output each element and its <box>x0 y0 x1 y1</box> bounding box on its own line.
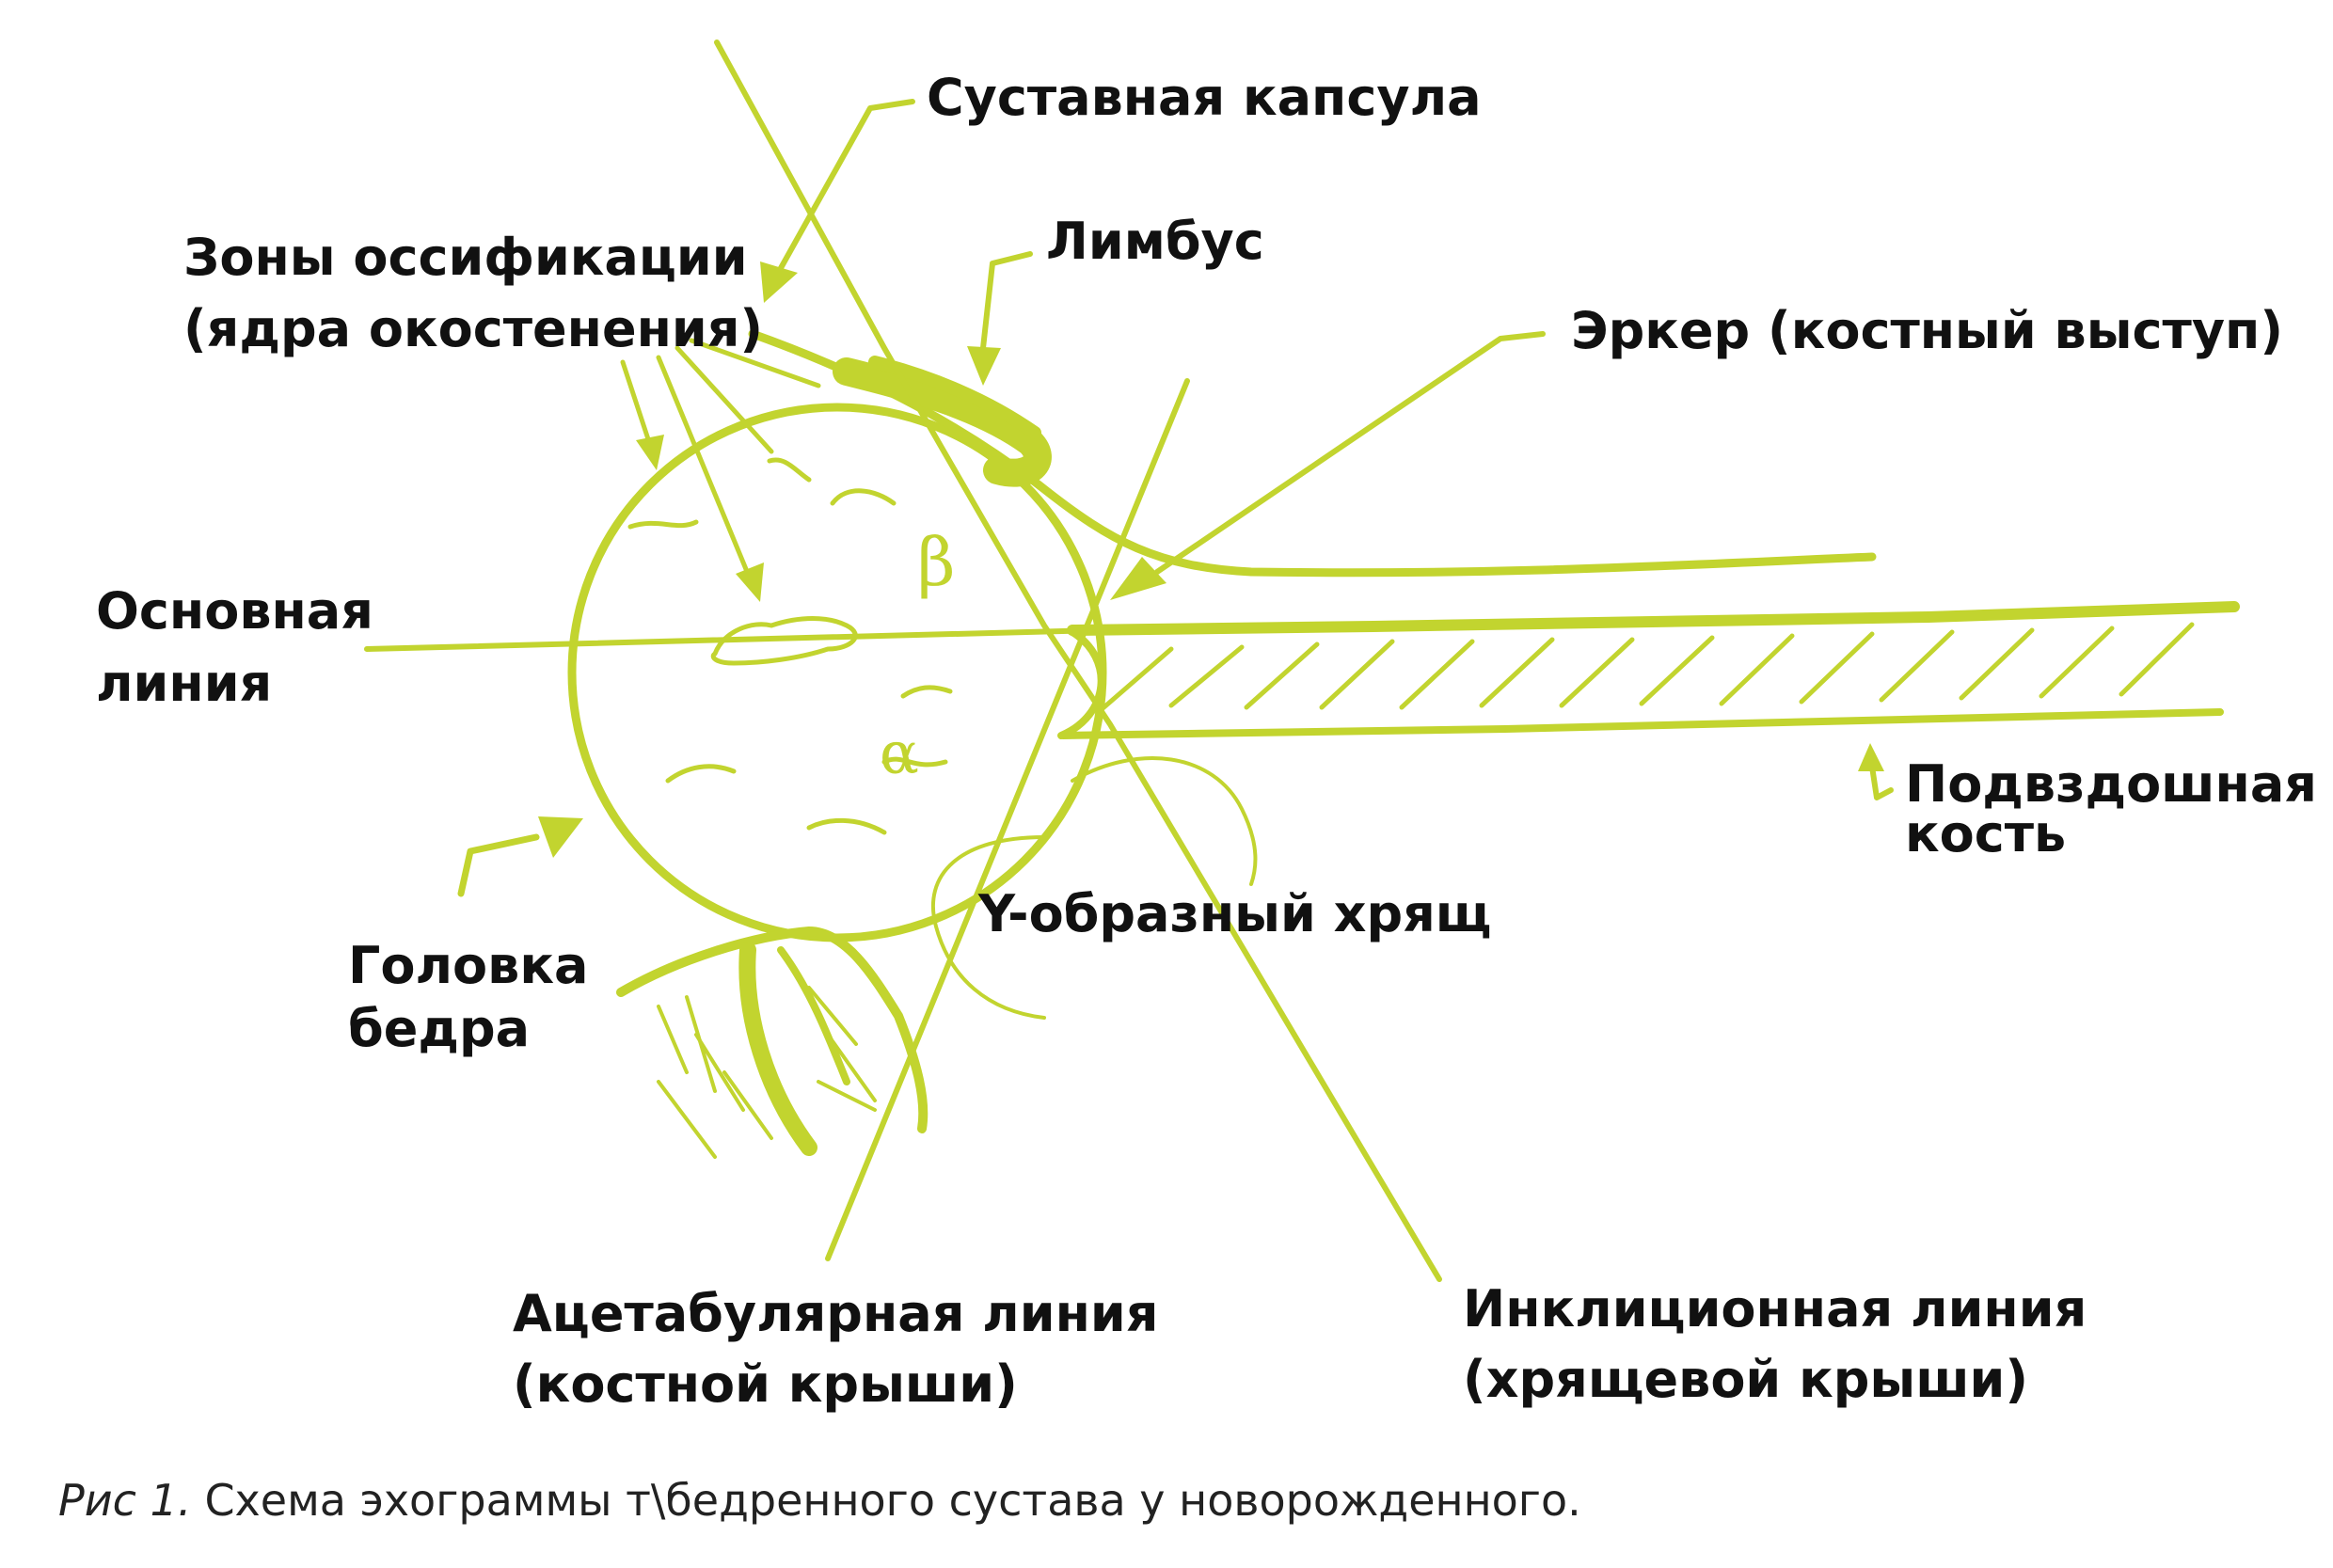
label-femoral-head-2: бедра <box>348 999 530 1058</box>
ilium-top-edge <box>1067 601 2240 636</box>
ossification-arrows <box>620 338 821 602</box>
label-ilium-2: кость <box>1905 804 2066 863</box>
ilium-bottom-edge <box>1059 708 2224 739</box>
y-cartilage <box>1071 756 1258 886</box>
label-y-cartilage: Y-образный хрящ <box>977 884 1491 943</box>
figure-caption: Рис 1.Схема эхограммы т\бедренного суста… <box>58 1475 1581 1526</box>
label-inclination-2: (хрящевой крыши) <box>1463 1350 2028 1409</box>
y-cartilage-lower <box>930 835 1046 1020</box>
femoral-head-arrow <box>457 816 583 897</box>
ossification-zones <box>627 457 953 835</box>
ilium-front-edge <box>1057 628 1105 739</box>
label-ossification: Зоны оссификации <box>183 228 748 287</box>
label-limbus: Лимбус <box>1046 212 1264 271</box>
lower-bone <box>616 927 928 1159</box>
caption-prefix: Рис 1. <box>58 1475 192 1526</box>
beta-symbol: β <box>917 524 955 601</box>
label-capsule: Суставная капсула <box>927 68 1482 127</box>
label-base-line-2: линия <box>96 654 272 713</box>
capsule-arrow <box>760 99 915 303</box>
limbus-arrow <box>967 251 1033 386</box>
label-acetabular: Ацетабулярная линия <box>513 1284 1158 1343</box>
caption-text: Схема эхограммы т\бедренного сустава у н… <box>204 1475 1581 1526</box>
joint-capsule <box>748 329 1877 578</box>
inclination-line <box>714 40 1442 1282</box>
ilium-arrow <box>1858 743 1894 800</box>
erker-arrow <box>1110 331 1546 600</box>
base-line <box>364 627 1103 652</box>
alpha-symbol: α <box>880 719 919 787</box>
ilium-hatching <box>1098 622 2195 713</box>
label-base-line: Основная <box>96 581 373 641</box>
label-erker: Эркер (костный выступ) <box>1571 301 2283 360</box>
label-inclination: Инклиционная линия <box>1463 1279 2087 1338</box>
label-ilium: Подвздошная <box>1905 754 2317 814</box>
label-femoral-head: Головка <box>348 936 588 995</box>
label-acetabular-2: (костной крыши) <box>513 1354 1018 1414</box>
femoral-head-circle <box>567 403 1107 942</box>
acetabular-line <box>825 378 1190 1261</box>
label-ossification-2: (ядра окостенения) <box>183 299 763 358</box>
